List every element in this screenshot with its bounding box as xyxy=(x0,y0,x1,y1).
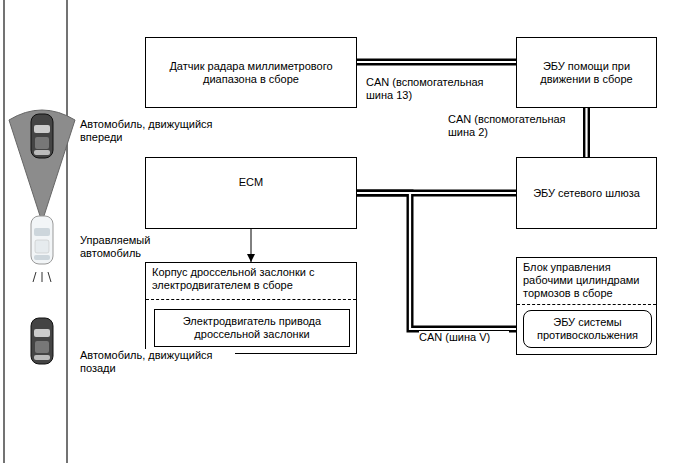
radar-sector xyxy=(9,110,75,222)
box-label: Блок управления рабочими цилиндрами торм… xyxy=(517,258,656,300)
can-bus-line-inner xyxy=(357,61,516,63)
front-car xyxy=(31,114,53,158)
motion-marks xyxy=(33,272,51,282)
can-bus-line-inner xyxy=(357,193,523,329)
dashed-separator xyxy=(517,304,656,305)
box-label: Корпус дроссельной заслонки с электродви… xyxy=(146,263,356,292)
road-edge xyxy=(66,0,68,463)
arrow-head xyxy=(247,254,255,262)
dashed-separator xyxy=(146,299,356,300)
throttle-motor-box: Электродвигатель привода дроссельной зас… xyxy=(154,309,350,347)
rear-car xyxy=(31,318,53,364)
ecm-box: ECM xyxy=(145,157,357,229)
driving-support-ecu-box: ЭБУ помощи при движении в сборе xyxy=(516,37,657,108)
brake-actuator-box: Блок управления рабочими цилиндрами торм… xyxy=(516,257,657,355)
box-label: ЭБУ помощи при движении в сборе xyxy=(525,60,648,86)
skid-control-ecu-box: ЭБУ системы противоскольжения xyxy=(523,310,652,348)
radar-sensor-box: Датчик радара миллиметрового диапазона в… xyxy=(145,37,357,108)
box-label: ЭБУ системы противоскольжения xyxy=(532,316,643,342)
bus-label: CAN (вспомогательная шина 13) xyxy=(366,76,506,102)
can-bus-line xyxy=(357,59,516,66)
vehicle-label: Автомобиль, движущийся позади xyxy=(80,349,235,375)
box-label: Датчик радара миллиметрового диапазона в… xyxy=(154,60,348,86)
bus-label: CAN (шина V) xyxy=(419,331,509,344)
controlled-car xyxy=(31,216,53,264)
throttle-body-box: Корпус дроссельной заслонки с электродви… xyxy=(145,262,357,354)
road-edge xyxy=(3,0,5,463)
vehicle-label: Автомобиль, движущийся впереди xyxy=(80,118,235,144)
bus-label: CAN (вспомогательная шина 2) xyxy=(448,113,578,139)
can-bus-line-inner xyxy=(585,108,587,157)
box-label: Электродвигатель привода дроссельной зас… xyxy=(163,315,341,341)
box-label: ECM xyxy=(239,176,263,189)
box-label: ЭБУ сетевого шлюза xyxy=(533,187,640,200)
can-bus-line xyxy=(583,108,590,157)
gateway-ecu-box: ЭБУ сетевого шлюза xyxy=(516,157,657,229)
signal-lines xyxy=(247,229,255,262)
can-bus-line xyxy=(357,193,523,329)
vehicle-label: Управляемый автомобиль xyxy=(80,234,175,260)
